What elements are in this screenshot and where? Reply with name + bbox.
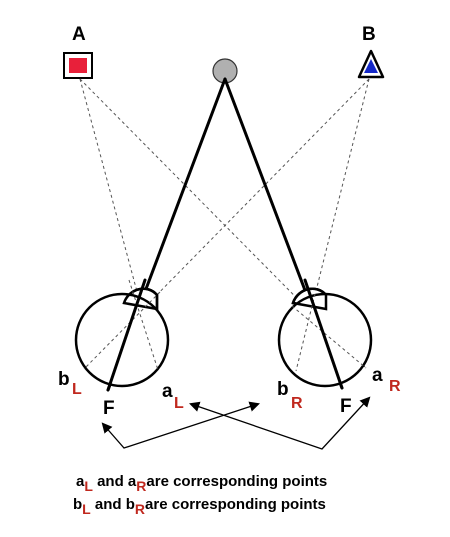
label-b-right: b R [277, 379, 303, 412]
arrow-a-correspondence [189, 396, 371, 450]
square-red-fill [69, 58, 87, 73]
object-b-triangle [357, 49, 385, 79]
caption-line-1: aL and aRare corresponding points [76, 473, 327, 494]
svg-text:b: b [58, 369, 70, 390]
dash-b-to-right-eye [295, 78, 370, 372]
label-fovea-left: F [103, 398, 115, 419]
svg-text:R: R [291, 395, 303, 412]
label-a-right: a R [372, 365, 401, 395]
svg-text:L: L [174, 395, 184, 412]
left-eye [74, 287, 170, 388]
object-a-square [63, 52, 93, 79]
svg-text:R: R [389, 378, 401, 395]
triangle-blue-fill [364, 59, 378, 73]
label-a-left: a L [162, 381, 184, 412]
lines-through-eyes [83, 279, 367, 372]
sight-lines-through-eyes [106, 278, 344, 392]
correspondence-arrows [101, 396, 371, 450]
left-eyeball [74, 292, 170, 388]
arrow-b-correspondence [101, 401, 260, 449]
label-point-b: B [362, 24, 376, 45]
label-point-a: A [72, 24, 86, 45]
svg-text:b: b [277, 379, 289, 400]
svg-text:a: a [372, 365, 383, 386]
svg-text:a: a [162, 381, 173, 402]
label-b-left: b L [58, 369, 82, 398]
svg-text:L: L [72, 381, 82, 398]
dash-a-to-left-eye [79, 78, 159, 371]
caption-line-2: bL and bRare corresponding points [73, 496, 326, 517]
label-fovea-right: F [340, 396, 352, 417]
